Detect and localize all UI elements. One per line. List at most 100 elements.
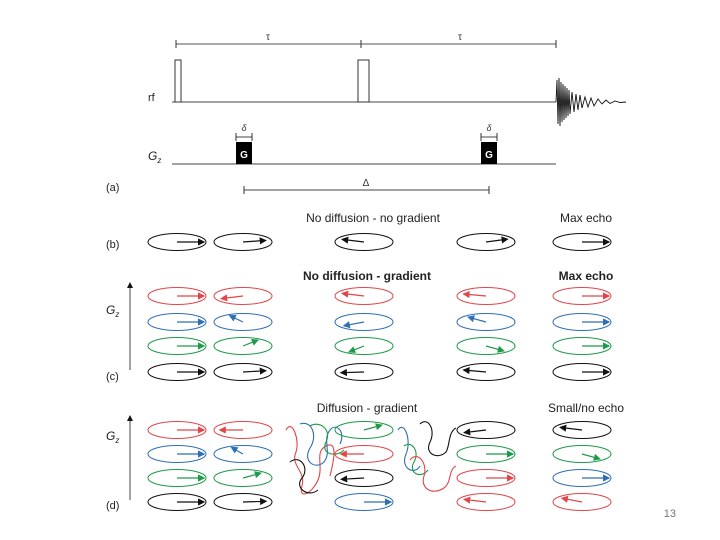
spin-ellipse	[456, 445, 516, 463]
spin-ellipse	[552, 469, 612, 487]
spin-arrow	[559, 424, 583, 432]
spin-ellipse	[456, 287, 516, 305]
spin-ellipse	[334, 469, 394, 487]
spin-ellipse	[552, 313, 612, 331]
spin-ellipse	[334, 445, 394, 463]
spin-arrow	[485, 345, 505, 353]
diffusion-path-blue	[299, 422, 421, 471]
spin-arrow	[363, 423, 383, 431]
spin-arrow	[581, 453, 601, 461]
spin-ellipse	[213, 313, 273, 331]
spin-ellipses	[147, 233, 612, 511]
rf-pulse-90	[174, 59, 182, 103]
spin-arrow	[560, 495, 583, 503]
rf-pulse-180	[357, 59, 370, 103]
spin-ellipse	[334, 337, 394, 355]
panel-d-title: Diffusion - gradient	[317, 401, 418, 415]
gradient-pulse-2	[481, 142, 497, 164]
tau-right-label: τ	[458, 32, 462, 43]
spin-ellipse	[147, 337, 207, 355]
panel-c-axis-label: Gz	[106, 303, 119, 319]
spin-ellipse	[213, 421, 273, 439]
panel-d-label: (d)	[106, 500, 119, 512]
diffusion-path-black	[289, 421, 457, 494]
panel-c-label: (c)	[106, 371, 119, 383]
spin-arrow	[463, 428, 487, 436]
echo-signal	[555, 77, 627, 127]
panel-d-echo: Small/no echo	[548, 401, 624, 415]
panel-a-label: (a)	[106, 182, 119, 194]
spin-arrow	[242, 471, 262, 479]
spin-arrow	[339, 368, 365, 377]
spin-ellipse	[456, 469, 516, 487]
spin-arrow	[347, 345, 365, 354]
panel-c-echo: Max echo	[559, 269, 614, 283]
spin-ellipse	[213, 445, 273, 463]
panel-b-label: (b)	[106, 239, 119, 251]
spin-ellipse	[334, 313, 394, 331]
spin-arrow	[242, 237, 267, 245]
spin-ellipse	[213, 287, 273, 305]
panel-b-title: No diffusion - no gradient	[306, 211, 441, 225]
panel-b-echo: Max echo	[560, 211, 612, 225]
diffusion-paths	[285, 421, 457, 495]
spin-arrow	[462, 366, 487, 375]
spin-arrow	[342, 321, 365, 329]
diffusion-path-red-2	[409, 456, 457, 492]
panel-c-title: No diffusion - gradient	[303, 269, 431, 283]
spin-ellipse	[213, 233, 273, 251]
spin-ellipse	[552, 421, 612, 439]
spin-ellipse	[334, 233, 394, 251]
spin-ellipse	[147, 363, 207, 381]
spin-arrow	[341, 290, 365, 298]
spin-ellipse	[147, 421, 207, 439]
spin-ellipse	[552, 233, 612, 251]
gz-label: Gz	[148, 149, 161, 165]
spin-arrow	[228, 315, 244, 323]
spin-arrow	[242, 338, 260, 347]
delta-small-1-label: δ	[241, 123, 247, 133]
spin-ellipse	[456, 493, 516, 511]
spin-ellipse	[213, 363, 273, 381]
spin-ellipse	[334, 421, 394, 439]
spin-arrow	[485, 236, 509, 244]
spin-ellipse	[552, 337, 612, 355]
spin-ellipse	[213, 469, 273, 487]
spin-ellipse	[213, 337, 273, 355]
spin-arrow	[467, 315, 487, 323]
spin-ellipse	[334, 363, 394, 381]
spin-ellipse	[456, 421, 516, 439]
spin-ellipse	[147, 233, 207, 251]
diffusion-path-green	[309, 423, 429, 476]
spin-arrow	[220, 294, 244, 302]
diffusion-path-red	[285, 426, 335, 495]
panel-d-axis-label: Gz	[106, 429, 119, 445]
slide-number: 13	[663, 508, 676, 520]
gradient-pulse-1	[236, 142, 252, 164]
spin-ellipse	[147, 287, 207, 305]
spin-ellipse	[147, 313, 207, 331]
rf-label: rf	[148, 92, 156, 104]
gradient-pulse-2-label: G	[485, 150, 493, 161]
spin-ellipse	[334, 287, 394, 305]
spin-ellipse	[552, 493, 612, 511]
spin-ellipse	[213, 493, 273, 511]
spin-arrow	[230, 446, 244, 455]
spin-arrow	[341, 236, 365, 244]
spin-ellipse	[552, 445, 612, 463]
pulse-sequence: τ τ rf Gz G G δ δ Δ (a)	[106, 32, 627, 194]
spin-ellipse	[456, 233, 516, 251]
spin-ellipse	[456, 337, 516, 355]
spin-ellipse	[456, 363, 516, 381]
gradient-pulse-1-label: G	[240, 150, 248, 161]
spin-ellipse	[552, 287, 612, 305]
spin-arrow	[242, 367, 267, 375]
spin-ellipse	[147, 445, 207, 463]
spin-ellipse	[147, 469, 207, 487]
tau-left-label: τ	[266, 32, 270, 43]
spin-ellipse	[456, 313, 516, 331]
spin-arrow	[463, 496, 487, 504]
spin-ellipse	[552, 363, 612, 381]
spin-arrow	[242, 497, 268, 506]
